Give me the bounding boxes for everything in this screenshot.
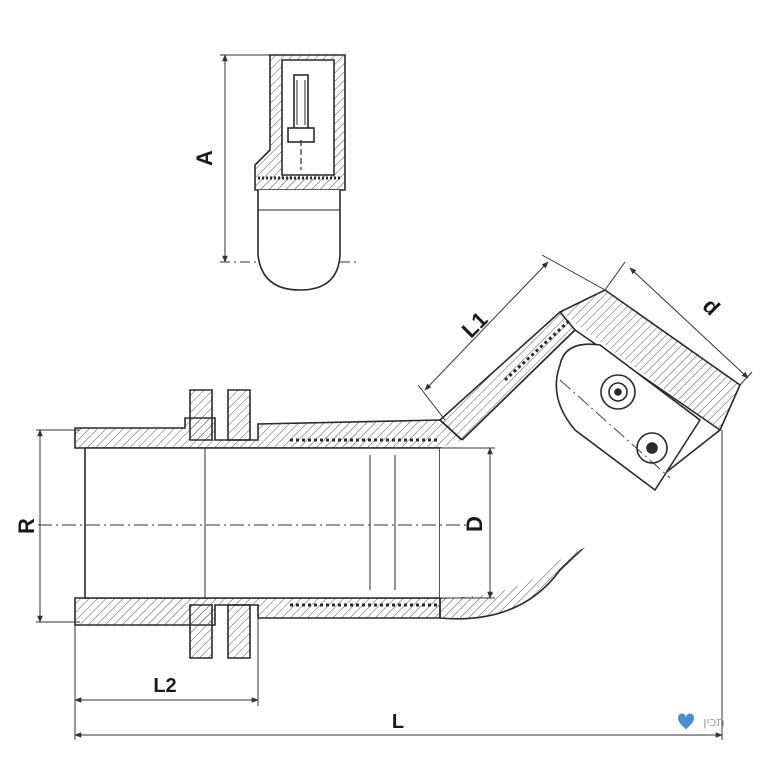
- watermark-text: תכין: [703, 715, 725, 730]
- watermark: תכין: [678, 713, 725, 730]
- label-l1: L1: [457, 307, 493, 343]
- label-l2: L2: [153, 675, 176, 697]
- label-small-d: d: [698, 293, 725, 320]
- heart-icon: [678, 713, 694, 730]
- label-l: L: [392, 711, 404, 733]
- dimension-small-d-line: [629, 267, 749, 379]
- dimensions: [36, 254, 753, 740]
- label-a: A: [192, 150, 217, 166]
- dimension-l1-line: [424, 261, 549, 391]
- elbow-fitting: [38, 289, 741, 659]
- label-d: D: [462, 516, 487, 532]
- label-r: R: [14, 518, 39, 534]
- detail-view: [220, 54, 360, 291]
